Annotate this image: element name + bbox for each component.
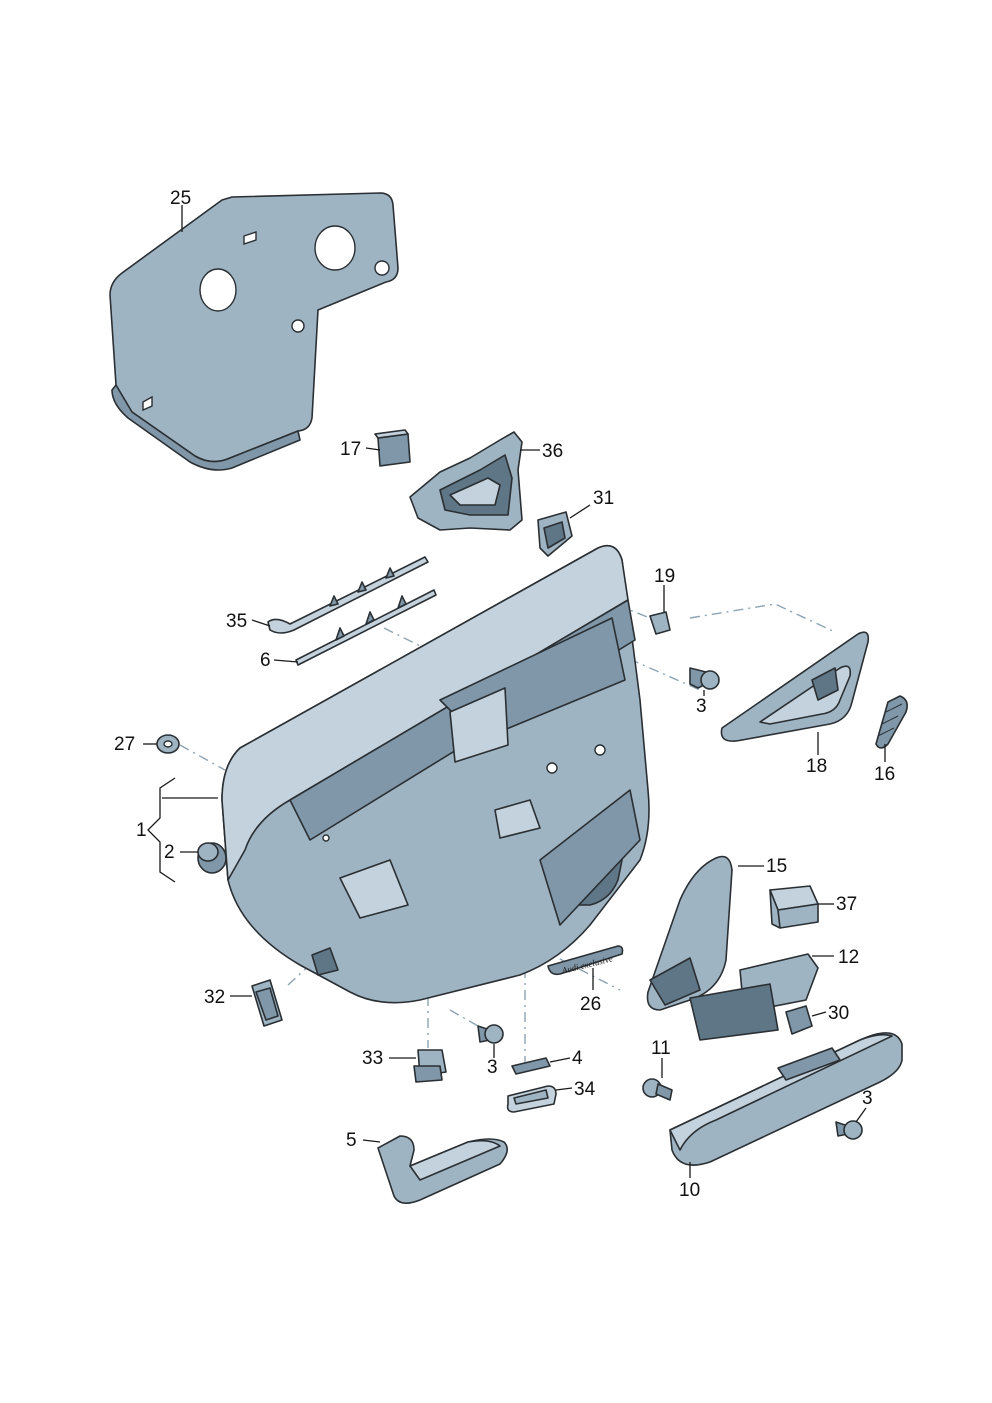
part-2-retaining-clip (197, 842, 227, 874)
callout-34: 34 (574, 1079, 596, 1100)
part-31-switch (537, 511, 573, 557)
callout-36: 36 (542, 441, 563, 462)
callout-4: 4 (572, 1048, 583, 1069)
part-3-screw-a (689, 667, 720, 690)
part-3-screw-c (835, 1120, 863, 1140)
callout-16: 16 (874, 764, 895, 785)
callout-35: 35 (226, 611, 247, 632)
callout-15: 15 (766, 856, 787, 877)
part-36-handle-bracket (409, 431, 523, 531)
callout-3c: 3 (862, 1088, 873, 1109)
part-15-speaker-cover (646, 855, 733, 1011)
callout-6: 6 (260, 650, 271, 671)
part-16-speaker-grille (875, 695, 908, 749)
part-6-seal-strip (295, 589, 437, 666)
callout-10: 10 (679, 1180, 700, 1201)
callout-3b: 3 (487, 1057, 498, 1078)
part-27-grommet (156, 734, 180, 754)
callout-1: 1 (136, 820, 147, 841)
part-10-armrest (669, 1032, 903, 1166)
leader-lines (143, 205, 886, 1178)
callout-27: 27 (114, 734, 135, 755)
callout-31: 31 (593, 488, 614, 509)
part-4-lens (511, 1057, 551, 1075)
callout-2: 2 (164, 842, 175, 863)
part-12-switch-module (689, 953, 819, 1041)
callout-19: 19 (654, 566, 675, 587)
part-34-lamp-housing (506, 1085, 557, 1113)
callout-labels: 25 17 36 31 19 35 6 3 27 18 16 1 2 15 37… (114, 188, 895, 1201)
part-5-lower-trim (377, 1135, 508, 1204)
part-25-damping-panel (109, 192, 399, 471)
part-18-handle-trim (720, 631, 870, 742)
part-35-seal-strip (267, 556, 429, 634)
callout-30: 30 (828, 1003, 849, 1024)
part-17-clip (374, 429, 411, 467)
callout-5: 5 (346, 1130, 357, 1151)
callout-3a: 3 (696, 696, 707, 717)
callout-26: 26 (580, 994, 601, 1015)
part-3-screw-b (477, 1024, 504, 1044)
callout-32: 32 (204, 987, 225, 1008)
part-1-door-trim-panel (221, 544, 650, 1004)
callout-17: 17 (340, 439, 361, 460)
part-30-switch (785, 1005, 813, 1035)
callout-25: 25 (170, 188, 191, 209)
callout-37: 37 (836, 894, 857, 915)
callout-12: 12 (838, 947, 859, 968)
callout-33: 33 (362, 1048, 383, 1069)
part-33-lamp (413, 1049, 447, 1083)
part-32-switch (251, 979, 283, 1027)
part-19-clip (649, 611, 671, 635)
part-11-screw (642, 1078, 673, 1101)
callout-18: 18 (806, 756, 827, 777)
part-37-switch-cap (769, 885, 819, 929)
callout-11: 11 (651, 1038, 671, 1059)
